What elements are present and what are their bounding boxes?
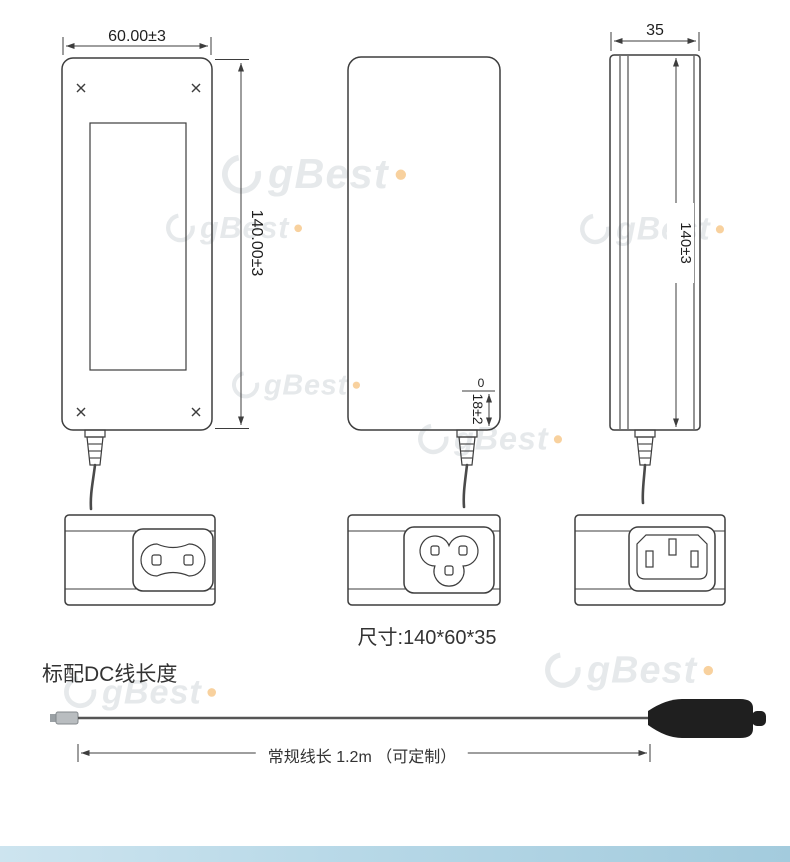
strain-relief-collar [84,429,106,438]
rear-cable-dim-label: 18±2 [470,393,486,424]
front-height-dim-label: 140.00±3 [248,210,265,277]
dc-plug [648,699,753,738]
rear-cable-wire [462,463,469,509]
front-body [61,57,213,431]
c8-pin [183,554,194,566]
watermark-text: gBest [200,210,290,245]
watermark-dot-icon [553,434,563,443]
inlet-view-c6 [347,514,501,606]
c6-pin [444,565,454,576]
dc-cable-heading: 标配DC线长度 [42,663,178,686]
watermark-text: gBest [102,672,202,711]
c14-pin [690,550,699,568]
strain-relief-boot [458,436,476,466]
front-view: 60.00±3 140.00±3 [61,28,265,511]
rear-cable-dimension: 0 18±2 [462,376,495,426]
strain-relief-boot [86,436,104,466]
watermark: gBest [226,365,361,404]
side-width-dim-label: 35 [646,22,664,39]
c8-inlet-outline [140,543,206,577]
watermark: gBest [57,669,217,715]
c6-pin [430,545,440,556]
strain-relief-boot [636,436,654,466]
rear-view: 0 18±2 [347,56,501,509]
screw-mark [76,83,86,93]
c6-pin [458,545,468,556]
strain-relief-collar [456,429,478,438]
rear-zero-mark: 0 [478,376,485,390]
dc-plug-tip [752,711,766,726]
side-height-dimension: 140±3 [667,58,694,427]
size-caption: 尺寸:140*60*35 [357,627,497,649]
strain-relief-collar [634,429,656,438]
inlet-view-c14 [574,514,726,606]
front-cable [84,429,106,511]
screw-mark [191,407,201,417]
watermark: gBest [214,146,407,202]
watermark: gBest [537,645,714,695]
screw-mark [76,407,86,417]
inlet-housing [347,514,501,606]
c14-pin [668,538,677,556]
dc-cable-drawing [50,699,766,762]
screw-mark [191,83,201,93]
front-height-dimension: 140.00±3 [215,59,265,429]
watermark-text: gBest [587,648,698,692]
watermark: gBest [160,207,303,248]
side-height-dim-label: 140±3 [677,222,694,264]
front-width-dim-label: 60.00±3 [108,28,166,45]
inlet-view-c8 [64,514,216,606]
watermark-dot-icon [352,381,361,389]
watermark-dot-icon [395,168,407,180]
c8-pin [151,554,162,566]
watermark-dot-icon [207,687,217,697]
front-cable-wire [89,463,97,511]
rear-body [347,56,501,431]
footer-bar [0,846,790,862]
side-width-dimension: 35 [610,22,700,51]
cable-left-tip [50,714,58,722]
side-cable [634,429,656,505]
cable-length-label: 常规线长 1.2m （可定制） [255,742,469,768]
side-cable-wire [641,463,647,505]
side-view: 35 140±3 [609,22,701,505]
watermark-dot-icon [715,224,725,233]
watermark-dot-icon [294,224,303,232]
front-label-area [89,122,187,371]
rear-cable [456,429,478,509]
c14-inlet-outline [636,534,708,580]
inlet-housing [64,514,216,606]
cable-left-connector [55,711,79,725]
watermark-text: gBest [268,150,389,198]
inlet-housing [574,514,726,606]
watermark-dot-icon [703,665,714,675]
c14-pin [645,550,654,568]
dim-text-mask [667,203,694,283]
watermark-text: gBest [264,368,349,401]
front-width-dimension: 60.00±3 [62,28,212,55]
